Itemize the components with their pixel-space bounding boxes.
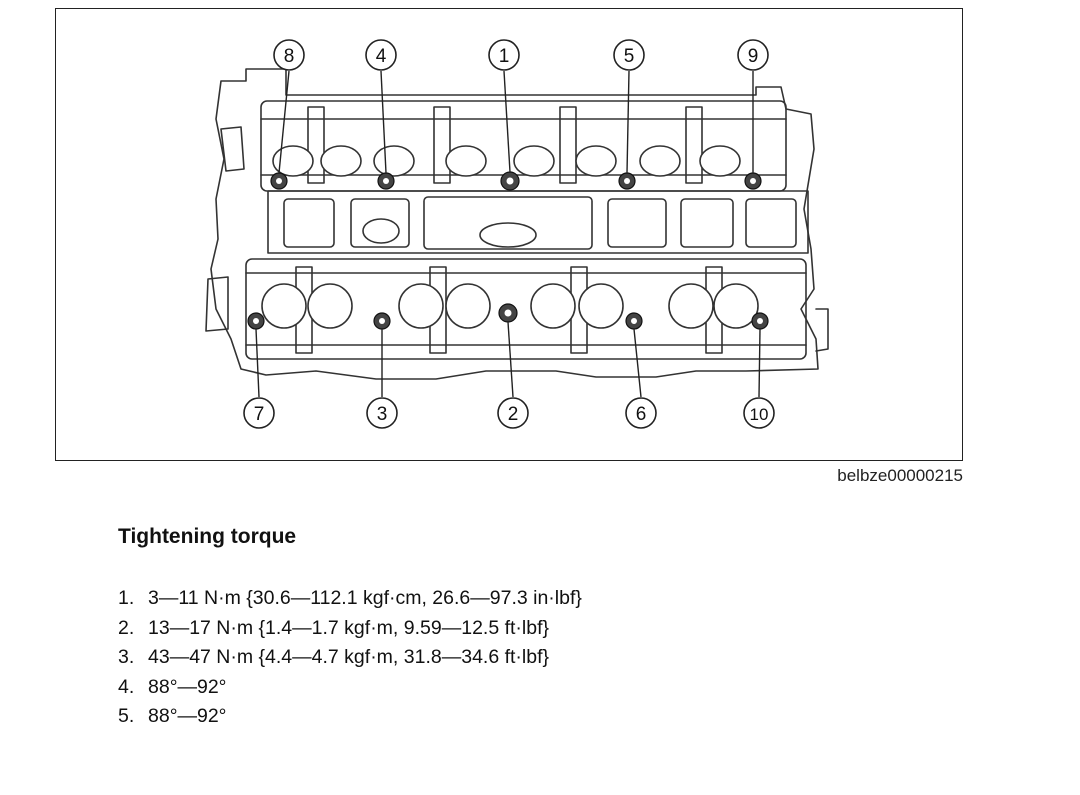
list-item: 3. 43—47 N·m {4.4—4.7 kgf·m, 31.8—34.6 ft… [118, 643, 582, 673]
step-text: 3—11 N·m {30.6—112.1 kgf·cm, 26.6—97.3 i… [148, 587, 582, 609]
step-text: 13—17 N·m {1.4—1.7 kgf·m, 9.59—12.5 ft·l… [148, 616, 550, 639]
bolt-heads [253, 177, 763, 324]
step-text: 88°—92° [148, 675, 227, 698]
callout-label: 8 [284, 46, 295, 67]
leader-lines [255, 70, 761, 398]
step-number: 2. [118, 616, 135, 639]
step-number: 5. [118, 705, 135, 727]
torque-steps-list: 1. 3—11 N·m {30.6—112.1 kgf·cm, 26.6—97.3… [118, 584, 582, 732]
figure-id-label: belbze00000215 [837, 466, 963, 485]
callout-label: 10 [750, 405, 769, 424]
step-text: 43—47 N·m {4.4—4.7 kgf·m, 31.8—34.6 ft·l… [148, 646, 550, 668]
head-outline [210, 68, 819, 380]
list-item: 4. 88°—92° [118, 673, 582, 703]
step-text: 88°—92° [148, 705, 227, 727]
callout-label: 6 [636, 404, 647, 425]
list-item: 1. 3—11 N·m {30.6—112.1 kgf·cm, 26.6—97.3… [118, 584, 582, 614]
callout-label: 4 [376, 46, 387, 67]
cylinder-head-bolt-diagram: 8 4 1 5 9 7 3 2 6 10 [55, 8, 963, 461]
lower-lifters [261, 283, 759, 329]
upper-lifters [272, 145, 741, 177]
middle-partition [267, 190, 809, 254]
list-item: 2. 13—17 N·m {1.4—1.7 kgf·m, 9.59—12.5 ft… [118, 614, 582, 644]
callout-label: 7 [254, 404, 265, 425]
cylinder-head-drawing: 8 4 1 5 9 7 3 2 6 10 [205, 39, 829, 429]
step-number: 1. [118, 587, 135, 609]
callout-label: 1 [499, 46, 510, 67]
callout-circles [243, 39, 775, 429]
callout-label: 2 [508, 404, 519, 425]
step-number: 4. [118, 675, 135, 698]
list-item: 5. 88°—92° [118, 702, 582, 732]
callout-label: 5 [624, 46, 635, 67]
lower-gallery [245, 258, 807, 360]
step-number: 3. [118, 646, 135, 668]
callout-label: 9 [748, 46, 759, 67]
callout-label: 3 [377, 404, 388, 425]
section-heading: Tightening torque [118, 525, 297, 548]
